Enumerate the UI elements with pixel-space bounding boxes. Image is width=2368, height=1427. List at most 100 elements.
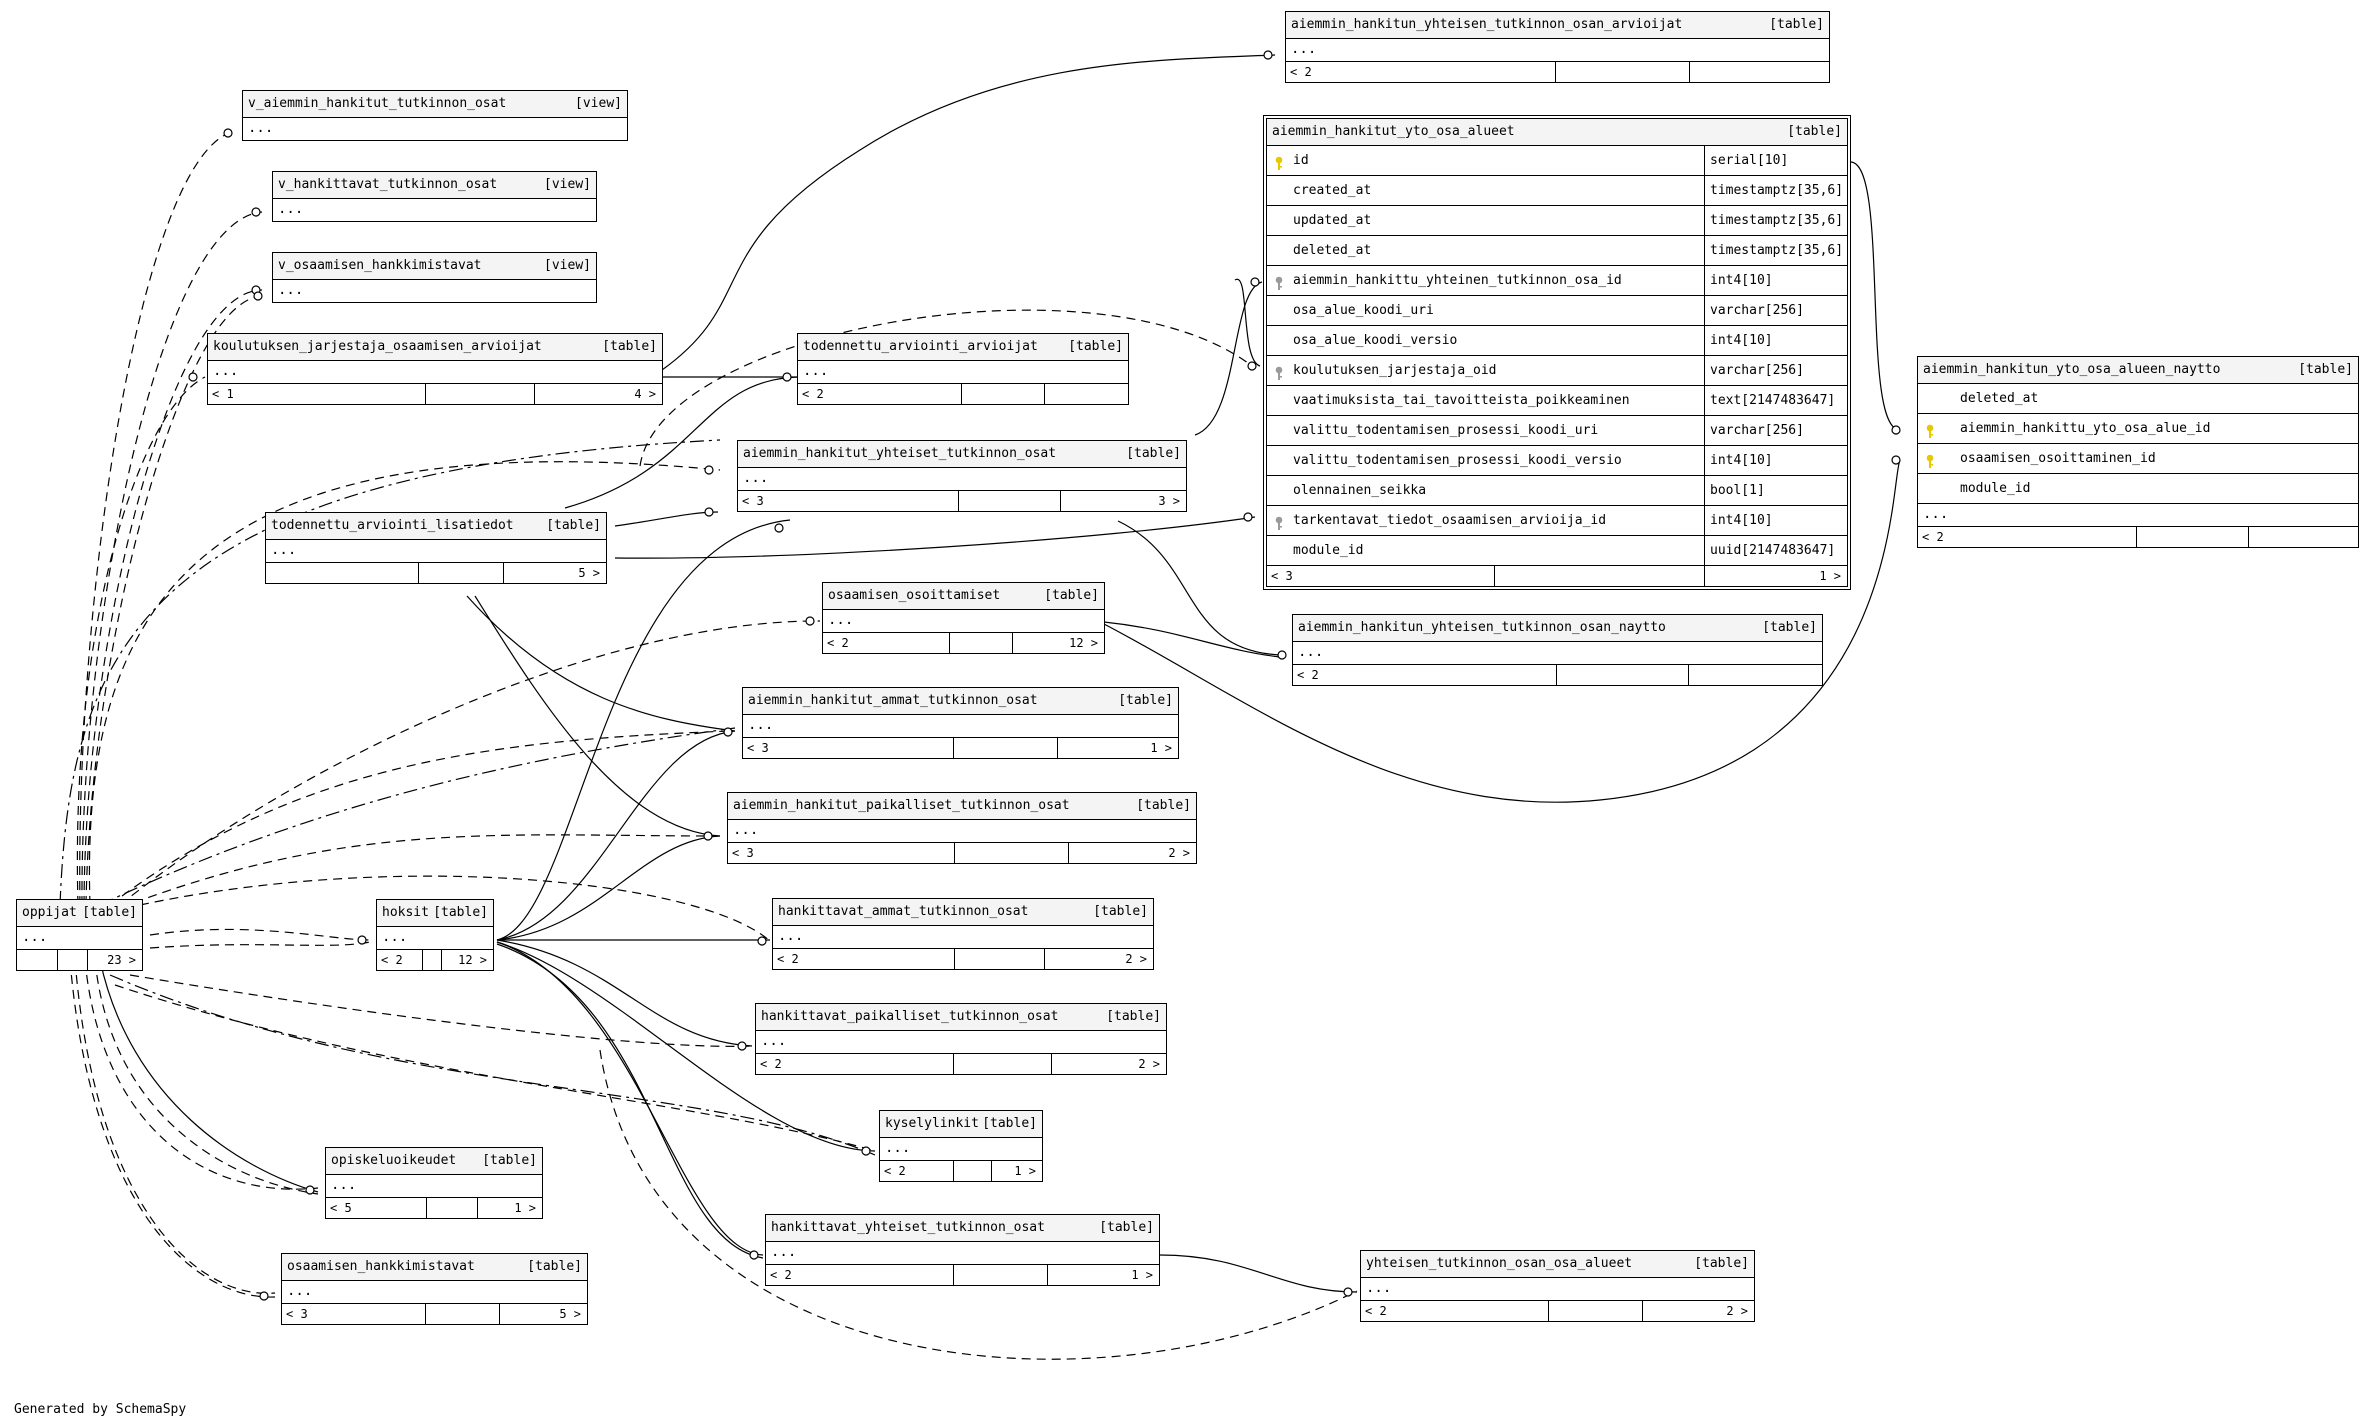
table-kind: table (1787, 119, 1842, 145)
table-name: osaamisen_osoittamiset (828, 588, 1001, 603)
table-aiemmin-hankitut-yto-osa-alueet[interactable]: aiemmin_hankitut_yto_osa_alueettable ids… (1263, 115, 1851, 590)
parents-count[interactable]: < 2 (1290, 65, 1312, 79)
primary-key-icon (1275, 153, 1283, 170)
table-osaamisen-osoittamiset[interactable]: osaamisen_osoittamisettable ... < 212 > (822, 582, 1105, 654)
children-count[interactable]: 1 > (1131, 1268, 1153, 1282)
table-hankittavat-ammat-tutkinnon-osat[interactable]: hankittavat_ammat_tutkinnon_osattable ..… (772, 898, 1154, 970)
table-aiemmin-hankitun-yhteisen-tutkinnon-osan-arvioijat[interactable]: aiemmin_hankitun_yhteisen_tutkinnon_osan… (1285, 11, 1830, 83)
table-name: koulutuksen_jarjestaja_osaamisen_arvioij… (213, 339, 542, 354)
children-count[interactable]: 2 > (1168, 846, 1190, 860)
table-aiemmin-hankitun-yhteisen-tutkinnon-osan-naytto[interactable]: aiemmin_hankitun_yhteisen_tutkinnon_osan… (1292, 614, 1823, 686)
table-hoksit[interactable]: hoksittable ... < 212 > (376, 899, 494, 971)
table-todennettu-arviointi-arvioijat[interactable]: todennettu_arviointi_arvioijattable ... … (797, 333, 1129, 405)
parents-count[interactable]: < 3 (742, 494, 764, 508)
table-koulutuksen-jarjestaja-osaamisen-arvioijat[interactable]: koulutuksen_jarjestaja_osaamisen_arvioij… (207, 333, 663, 405)
parents-count[interactable]: < 2 (760, 1057, 782, 1071)
parents-count[interactable]: < 2 (802, 387, 824, 401)
parents-count[interactable]: < 2 (777, 952, 799, 966)
parents-count[interactable]: < 5 (330, 1201, 352, 1215)
children-count[interactable]: 2 > (1125, 952, 1147, 966)
children-count[interactable]: 12 > (1069, 636, 1098, 650)
children-count[interactable]: 5 > (578, 566, 600, 580)
column-name: updated_at (1293, 213, 1372, 228)
column-row[interactable]: deleted_at (1918, 384, 2358, 414)
table-kind: table (433, 900, 488, 926)
children-count[interactable]: 1 > (1150, 741, 1172, 755)
column-row[interactable]: tarkentavat_tiedot_osaamisen_arvioija_id… (1267, 506, 1847, 536)
table-todennettu-arviointi-lisatiedot[interactable]: todennettu_arviointi_lisatiedottable ...… (265, 512, 607, 584)
children-count[interactable]: 12 > (458, 953, 487, 967)
parents-count[interactable]: < 2 (1297, 668, 1319, 682)
table-hankittavat-yhteiset-tutkinnon-osat[interactable]: hankittavat_yhteiset_tutkinnon_osattable… (765, 1214, 1160, 1286)
parents-count[interactable]: < 3 (1271, 569, 1293, 583)
parents-count[interactable]: < 1 (212, 387, 234, 401)
table-oppijat[interactable]: oppijattable ... 23 > (16, 899, 143, 971)
edge-oppijat-opiskeluoikeudet-solid (99, 959, 319, 1193)
column-name: tarkentavat_tiedot_osaamisen_arvioija_id (1293, 513, 1607, 528)
children-count[interactable]: 1 > (514, 1201, 536, 1215)
parents-count[interactable]: < 2 (827, 636, 849, 650)
table-aiemmin-hankitut-yhteiset-tutkinnon-osat[interactable]: aiemmin_hankitut_yhteiset_tutkinnon_osat… (737, 440, 1187, 512)
parents-count[interactable]: < 3 (286, 1307, 308, 1321)
parents-count[interactable]: < 2 (1365, 1304, 1387, 1318)
edge-osa-alueet-fk-self (1234, 278, 1261, 367)
table-kind: table (82, 900, 137, 926)
children-count[interactable]: 23 > (107, 953, 136, 967)
parents-count[interactable]: < 2 (770, 1268, 792, 1282)
table-opiskeluoikeudet[interactable]: opiskeluoikeudettable ... < 51 > (325, 1147, 543, 1219)
columns-ellipsis: ... (1286, 39, 1829, 62)
table-aiemmin-hankitut-paikalliset-tutkinnon-osat[interactable]: aiemmin_hankitut_paikalliset_tutkinnon_o… (727, 792, 1197, 864)
table-header: aiemmin_hankitun_yto_osa_alueen_nayttota… (1918, 357, 2358, 384)
table-v-hankittavat-tutkinnon-osat[interactable]: v_hankittavat_tutkinnon_osatview ... (272, 171, 597, 222)
children-count[interactable]: 1 > (1819, 569, 1841, 583)
parents-count[interactable]: < 2 (1922, 530, 1944, 544)
table-aiemmin-hankitun-yto-osa-alueen-naytto[interactable]: aiemmin_hankitun_yto_osa_alueen_nayttota… (1917, 356, 2359, 548)
table-kyselylinkit[interactable]: kyselylinkittable ... < 21 > (879, 1110, 1043, 1182)
children-count[interactable]: 4 > (634, 387, 656, 401)
table-kind: table (602, 334, 657, 360)
primary-key-icon (1926, 421, 1934, 438)
parents-count[interactable]: < 2 (884, 1164, 906, 1178)
columns-ellipsis: ... (773, 926, 1153, 949)
table-header: hankittavat_ammat_tutkinnon_osattable (773, 899, 1153, 926)
parents-count[interactable]: < 3 (732, 846, 754, 860)
column-row[interactable]: aiemmin_hankittu_yto_osa_alue_id (1918, 414, 2358, 444)
edge-oppijat-opiskeluoikeudet-2 (94, 959, 319, 1195)
column-row[interactable]: module_id (1918, 474, 2358, 504)
children-count[interactable]: 3 > (1158, 494, 1180, 508)
table-aiemmin-hankitut-ammat-tutkinnon-osat[interactable]: aiemmin_hankitut_ammat_tutkinnon_osattab… (742, 687, 1179, 759)
children-count[interactable]: 5 > (559, 1307, 581, 1321)
table-name: oppijat (22, 905, 77, 920)
parents-count[interactable]: < 2 (381, 953, 403, 967)
columns-ellipsis: ... (266, 540, 606, 563)
foreign-key-icon (1275, 363, 1283, 380)
column-row[interactable]: osaamisen_osoittaminen_id (1918, 444, 2358, 474)
table-v-aiemmin-hankitut-tutkinnon-osat[interactable]: v_aiemmin_hankitut_tutkinnon_osatview ..… (242, 90, 628, 141)
column-row[interactable]: vaatimuksista_tai_tavoitteista_poikkeami… (1267, 386, 1847, 416)
primary-key-icon (1926, 451, 1934, 468)
table-v-osaamisen-hankkimistavat[interactable]: v_osaamisen_hankkimistavatview ... (272, 252, 597, 303)
table-name: aiemmin_hankitut_paikalliset_tutkinnon_o… (733, 798, 1070, 813)
column-row[interactable]: valittu_todentamisen_prosessi_koodi_vers… (1267, 446, 1847, 476)
parents-count[interactable]: < 3 (747, 741, 769, 755)
children-count[interactable]: 1 > (1014, 1164, 1036, 1178)
column-type: varchar[256] (1704, 356, 1804, 385)
table-name: hoksit (382, 905, 429, 920)
children-count[interactable]: 2 > (1726, 1304, 1748, 1318)
table-yhteisen-tutkinnon-osan-osa-alueet[interactable]: yhteisen_tutkinnon_osan_osa_alueettable … (1360, 1250, 1755, 1322)
column-row[interactable]: aiemmin_hankittu_yhteinen_tutkinnon_osa_… (1267, 266, 1847, 296)
columns-ellipsis: ... (798, 361, 1128, 384)
children-count[interactable]: 2 > (1138, 1057, 1160, 1071)
table-osaamisen-hankkimistavat[interactable]: osaamisen_hankkimistavattable ... < 35 > (281, 1253, 588, 1325)
table-hankittavat-paikalliset-tutkinnon-osat[interactable]: hankittavat_paikalliset_tutkinnon_osatta… (755, 1003, 1167, 1075)
